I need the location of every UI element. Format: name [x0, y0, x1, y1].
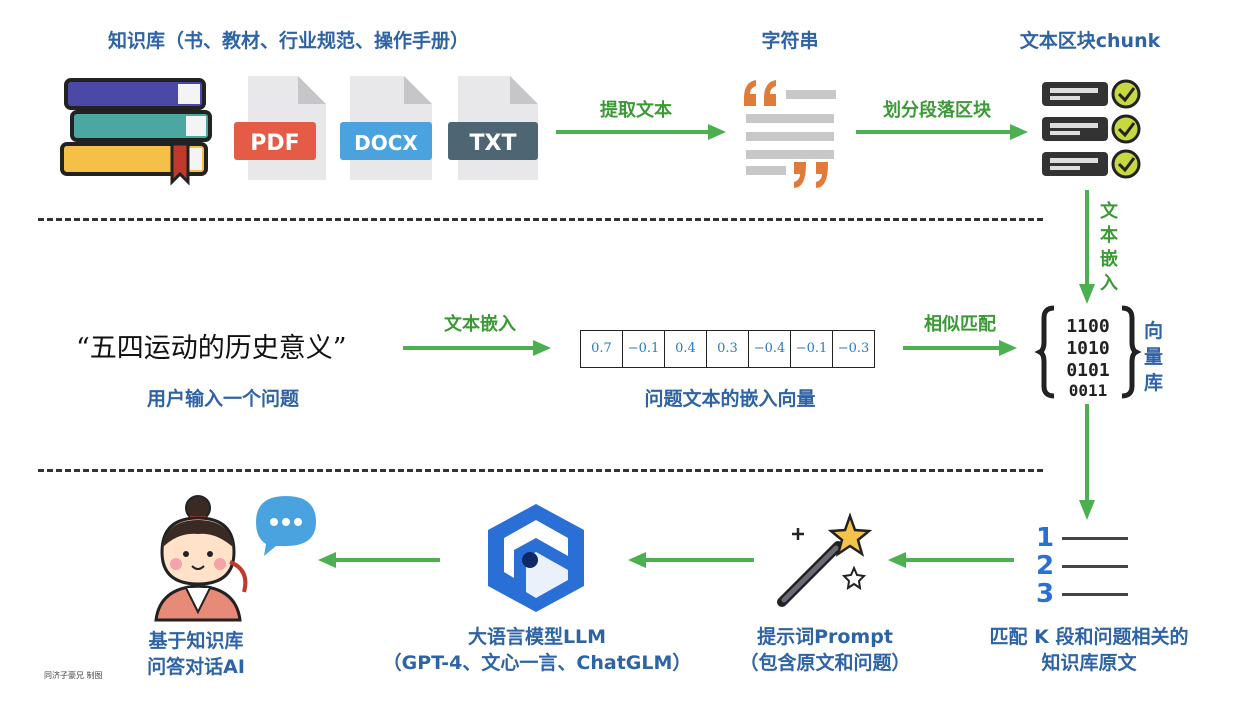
embedding-vector: 0.7 −0.1 0.4 0.3 −0.4 −0.1 −0.3 — [580, 330, 875, 368]
split-arrow — [856, 124, 1028, 140]
query-embed-label: 文本嵌入 — [444, 314, 516, 335]
embed-down-arrow — [1079, 190, 1095, 304]
svg-text:1010: 1010 — [1066, 338, 1109, 359]
list-number: 2 — [1036, 551, 1055, 581]
svg-text:1100: 1100 — [1066, 316, 1109, 337]
txt-file-icon — [448, 76, 538, 180]
separator-bottom — [38, 469, 1043, 472]
query-embed-arrow — [403, 340, 551, 356]
retrieve-down-arrow — [1079, 404, 1095, 520]
docx-label: DOCX — [354, 131, 418, 155]
user-query-caption: 用户输入一个问题 — [146, 388, 299, 410]
books-icon — [60, 78, 212, 186]
vector-cell: 0.7 — [581, 331, 623, 367]
svg-text:0011: 0011 — [1069, 381, 1108, 400]
prompt-caption: 提示词Prompt （包含原文和问题） — [739, 626, 911, 674]
prompt-to-llm-arrow — [628, 552, 754, 568]
separator-top — [38, 218, 1043, 221]
split-chunks-label: 划分段落区块 — [883, 100, 991, 121]
ai-character-icon — [154, 495, 316, 622]
docx-file-icon — [340, 76, 432, 180]
numbered-list-icon: 1 2 3 — [1036, 523, 1136, 609]
vector-cell: −0.1 — [791, 331, 833, 367]
pdf-file-icon — [234, 76, 326, 180]
similarity-arrow — [903, 340, 1017, 356]
vector-cell: 0.3 — [707, 331, 749, 367]
text-embed-vertical-label: 文 本 嵌 入 — [1100, 201, 1118, 294]
quote-text-icon — [744, 80, 836, 188]
vector-db-icon: 1100 1010 0101 0011 — [1034, 305, 1142, 400]
llm-logo-icon — [488, 504, 584, 612]
user-query-text: “五四运动的历史意义” — [76, 333, 347, 364]
extract-arrow — [556, 124, 726, 140]
pdf-label: PDF — [250, 131, 300, 156]
list-number: 3 — [1036, 579, 1055, 609]
similarity-match-label: 相似匹配 — [924, 314, 996, 335]
chunks-check-icon — [1042, 79, 1141, 179]
vector-caption: 问题文本的嵌入向量 — [644, 388, 816, 410]
list-number: 1 — [1036, 523, 1055, 553]
vector-cell: 0.4 — [665, 331, 707, 367]
llm-caption: 大语言模型LLM （GPT-4、文心一言、ChatGLM） — [382, 626, 692, 674]
chunk-title: 文本区块chunk — [1019, 30, 1161, 52]
magic-wand-icon — [777, 512, 873, 607]
vector-cell: −0.1 — [623, 331, 665, 367]
knowledge-base-title: 知识库（书、教材、行业规范、操作手册） — [108, 30, 470, 52]
string-title: 字符串 — [761, 30, 819, 52]
txt-label: TXT — [469, 131, 517, 156]
llm-to-ai-arrow — [318, 552, 440, 568]
vector-cell: −0.3 — [837, 341, 870, 356]
vector-cell: −0.4 — [749, 331, 791, 367]
topk-caption: 匹配 K 段和问题相关的 知识库原文 — [989, 626, 1189, 674]
extract-text-label: 提取文本 — [600, 100, 672, 121]
svg-text:0101: 0101 — [1066, 360, 1109, 381]
topk-to-prompt-arrow — [888, 552, 1014, 568]
ai-caption: 基于知识库 问答对话AI — [147, 630, 245, 678]
vector-db-vertical-label: 向 量 库 — [1144, 320, 1164, 394]
credit-text: 同济子豪兄 制图 — [44, 671, 103, 680]
